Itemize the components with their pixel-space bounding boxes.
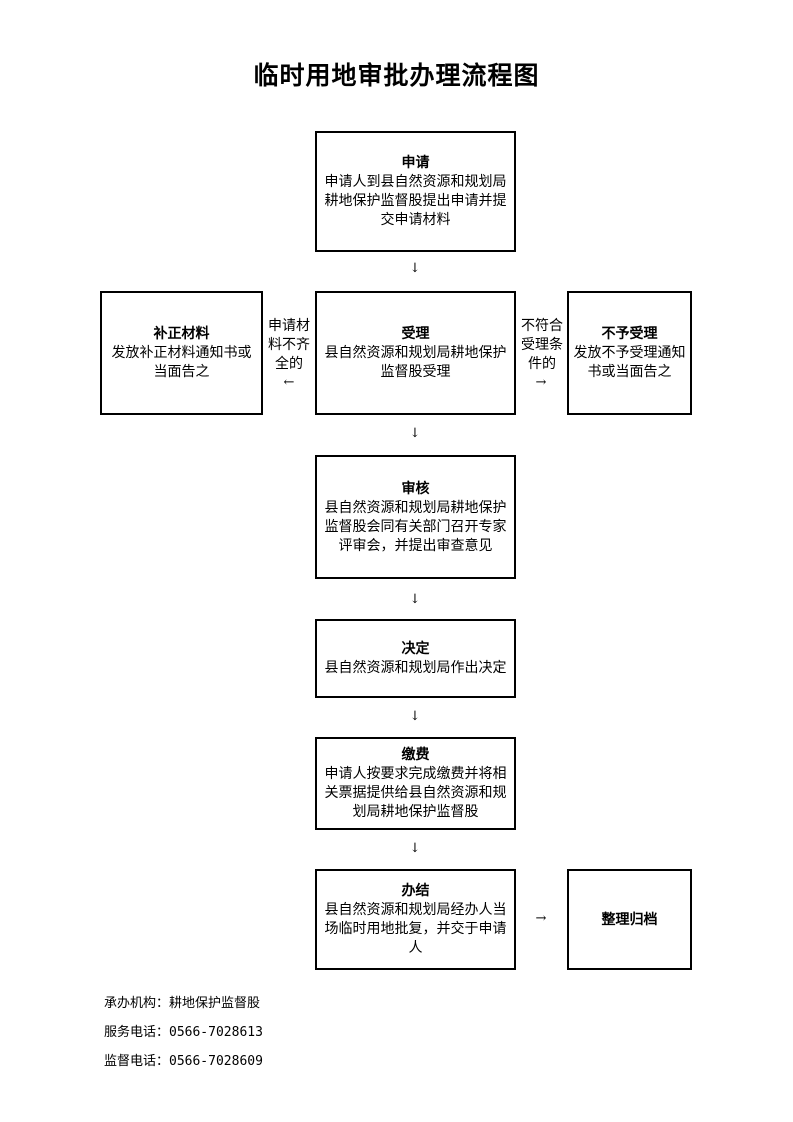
step-decide-title: 决定: [401, 641, 430, 657]
step-decide-body: 县自然资源和规划局作出决定: [324, 660, 507, 676]
step-reject-body: 发放不予受理通知书或当面告之: [573, 345, 686, 380]
step-pay-box: 缴费 申请人按要求完成缴费并将相关票据提供给县自然资源和规划局耕地保护监督股: [315, 737, 516, 830]
step-supplement-box: 补正材料 发放补正材料通知书或当面告之: [100, 291, 263, 415]
step-accept-title: 受理: [401, 326, 430, 342]
step-reject-title: 不予受理: [601, 326, 658, 342]
arrow-down-4: ↓: [409, 709, 421, 724]
step-pay-body: 申请人按要求完成缴费并将相关票据提供给县自然资源和规划局耕地保护监督股: [324, 766, 507, 820]
step-archive-title: 整理归档: [601, 911, 658, 928]
condition-incomplete-label: 申请材料不齐全的: [268, 318, 310, 372]
step-apply-title: 申请: [401, 155, 430, 171]
arrow-down-1: ↓: [409, 261, 421, 276]
step-review-box: 审核 县自然资源和规划局耕地保护监督股会同有关部门召开专家评审会，并提出审查意见: [315, 455, 516, 579]
arrow-down-2: ↓: [409, 426, 421, 441]
arrow-right-1: →: [535, 375, 547, 390]
arrow-down-5: ↓: [409, 841, 421, 856]
step-apply-box: 申请 申请人到县自然资源和规划局耕地保护监督股提出申请并提交申请材料: [315, 131, 516, 252]
footer-service-phone: 服务电话：0566-7028613: [104, 1025, 263, 1040]
step-pay-title: 缴费: [401, 747, 430, 763]
step-decide-box: 决定 县自然资源和规划局作出决定: [315, 619, 516, 698]
step-supplement-body: 发放补正材料通知书或当面告之: [111, 345, 252, 380]
step-apply-body: 申请人到县自然资源和规划局耕地保护监督股提出申请并提交申请材料: [324, 174, 507, 228]
footer-supervise-phone: 监督电话：0566-7028609: [104, 1054, 263, 1069]
page-title: 临时用地审批办理流程图: [253, 61, 540, 90]
step-review-title: 审核: [401, 480, 430, 497]
step-reject-box: 不予受理 发放不予受理通知书或当面告之: [567, 291, 692, 415]
step-archive-box: 整理归档: [567, 869, 692, 970]
step-finish-title: 办结: [401, 883, 430, 899]
step-finish-body: 县自然资源和规划局经办人当场临时用地批复，并交于申请人: [324, 902, 507, 956]
step-supplement-title: 补正材料: [153, 326, 210, 342]
step-accept-box: 受理 县自然资源和规划局耕地保护监督股受理: [315, 291, 516, 415]
arrow-down-3: ↓: [409, 592, 421, 607]
arrow-left: ←: [283, 375, 295, 390]
arrow-right-2: →: [535, 911, 547, 926]
step-review-body: 县自然资源和规划局耕地保护监督股会同有关部门召开专家评审会，并提出审查意见: [324, 499, 507, 554]
step-accept-body: 县自然资源和规划局耕地保护监督股受理: [324, 345, 507, 380]
step-finish-box: 办结 县自然资源和规划局经办人当场临时用地批复，并交于申请人: [315, 869, 516, 970]
condition-not-qualified-label: 不符合受理条件的: [521, 318, 563, 372]
footer-org: 承办机构：耕地保护监督股: [104, 996, 261, 1011]
